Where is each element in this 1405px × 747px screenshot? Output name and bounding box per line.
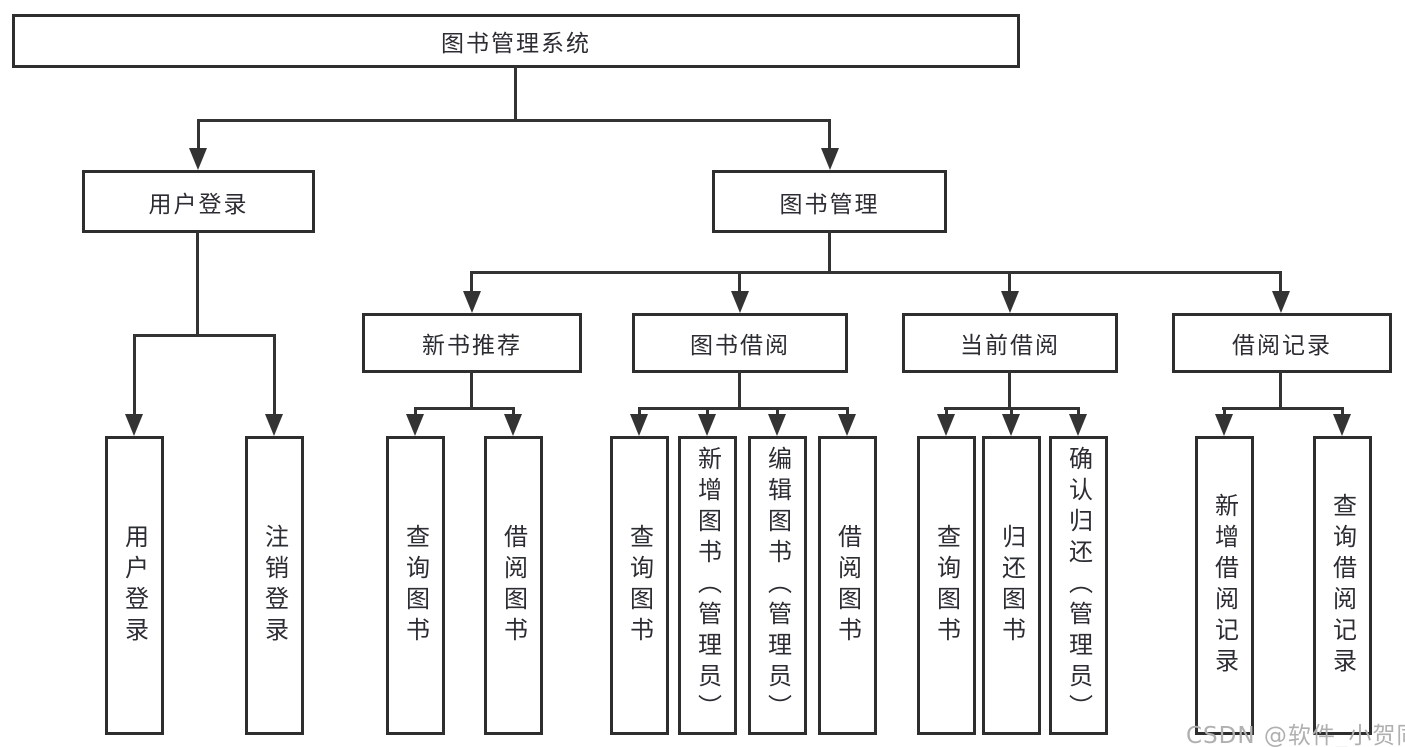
- connector-drop-new-book: [470, 271, 473, 293]
- connector-borrow-records-bus: [1222, 407, 1343, 410]
- arrowhead-bb-add: [698, 414, 716, 436]
- leaf-current-confirm-return-admin: 确认归还（管理员）: [1049, 436, 1108, 735]
- arrowhead-cb-confirm: [1069, 414, 1087, 436]
- connector-drop-bb-borrow: [846, 407, 849, 416]
- node-label: 图书管理系统: [441, 31, 591, 57]
- node-label: 借阅图书: [833, 523, 862, 648]
- node-library-management-system: 图书管理系统: [12, 14, 1020, 68]
- connector-drop-cb-confirm: [1077, 407, 1080, 416]
- connector-root-stub: [514, 66, 517, 122]
- connector-book-borrow-bus: [638, 407, 849, 410]
- connector-drop-br-add: [1223, 407, 1226, 416]
- node-label: 当前借阅: [960, 333, 1060, 359]
- node-label: 图书管理: [779, 191, 880, 218]
- connector-drop-user-login: [197, 119, 200, 150]
- connector-drop-leaf-user-login: [133, 334, 136, 416]
- connector-borrow-records-stub: [1279, 371, 1282, 409]
- node-label: 查询借阅记录: [1328, 492, 1357, 679]
- connector-drop-br-query: [1341, 407, 1344, 416]
- connector-drop-leaf-logout: [273, 334, 276, 416]
- arrowhead-br-query: [1333, 414, 1351, 436]
- leaf-records-add-record: 新增借阅记录: [1195, 436, 1254, 735]
- arrowhead-leaf-user-login: [125, 414, 143, 436]
- leaf-borrow-edit-books-admin: 编辑图书（管理员）: [748, 436, 807, 735]
- leaf-borrow-borrow-books: 借阅图书: [818, 436, 877, 735]
- node-borrow-records: 借阅记录: [1172, 313, 1392, 373]
- leaf-newbook-query-books: 查询图书: [386, 436, 445, 735]
- connector-user-login-stub: [196, 231, 199, 336]
- node-book-management: 图书管理: [712, 170, 947, 233]
- connector-drop-book-management: [828, 119, 831, 150]
- connector-drop-bb-query: [638, 407, 641, 416]
- node-label: 归还图书: [997, 523, 1026, 648]
- connector-drop-current-borrow: [1008, 271, 1011, 293]
- connector-drop-nb-borrow: [512, 407, 515, 416]
- node-label: 借阅记录: [1232, 333, 1332, 359]
- leaf-current-query-books: 查询图书: [917, 436, 976, 735]
- arrowhead-bb-query: [630, 414, 648, 436]
- node-label: 查询图书: [401, 523, 430, 648]
- arrowhead-nb-query: [406, 414, 424, 436]
- leaf-current-return-books: 归还图书: [982, 436, 1041, 735]
- arrowhead-book-management: [821, 148, 839, 170]
- connector-new-book-bus: [414, 407, 515, 410]
- connector-book-borrow-stub: [738, 371, 741, 409]
- node-label: 注销登录: [260, 523, 289, 648]
- arrowhead-nb-borrow: [504, 414, 522, 436]
- node-label: 查询图书: [625, 523, 654, 648]
- connector-new-book-stub: [470, 371, 473, 409]
- arrowhead-br-add: [1215, 414, 1233, 436]
- connector-drop-nb-query: [414, 407, 417, 416]
- arrowhead-current-borrow: [1001, 291, 1019, 313]
- arrowhead-new-book: [463, 291, 481, 313]
- leaf-borrow-query-books: 查询图书: [610, 436, 669, 735]
- connector-drop-book-borrow: [738, 271, 741, 293]
- node-label: 图书借阅: [690, 333, 790, 359]
- node-label: 新书推荐: [422, 333, 522, 359]
- node-label: 新增图书（管理员）: [693, 446, 722, 725]
- arrowhead-borrow-records: [1272, 291, 1290, 313]
- node-current-borrow: 当前借阅: [902, 313, 1118, 373]
- connector-drop-bb-edit: [776, 407, 779, 416]
- connector-level2-bus: [470, 271, 1282, 274]
- leaf-user-login: 用户登录: [105, 436, 164, 735]
- arrowhead-cb-return: [1002, 414, 1020, 436]
- node-label: 确认归还（管理员）: [1064, 446, 1093, 725]
- node-book-borrow: 图书借阅: [632, 313, 848, 373]
- node-label: 新增借阅记录: [1210, 492, 1239, 679]
- arrowhead-leaf-logout: [265, 414, 283, 436]
- connector-current-borrow-stub: [1008, 371, 1011, 409]
- node-label: 借阅图书: [499, 523, 528, 648]
- arrowhead-bb-borrow: [838, 414, 856, 436]
- connector-drop-borrow-records: [1279, 271, 1282, 293]
- leaf-borrow-add-books-admin: 新增图书（管理员）: [678, 436, 737, 735]
- connector-drop-cb-query: [945, 407, 948, 416]
- leaf-records-query-record: 查询借阅记录: [1313, 436, 1372, 735]
- node-label: 用户登录: [120, 523, 149, 648]
- csdn-watermark: CSDN @软件_小贺同学: [1186, 723, 1405, 747]
- node-new-book-recommend: 新书推荐: [362, 313, 582, 373]
- connector-drop-cb-return: [1010, 407, 1013, 416]
- connector-user-login-bus: [133, 334, 276, 337]
- node-user-login: 用户登录: [82, 170, 315, 233]
- node-label: 编辑图书（管理员）: [763, 446, 792, 725]
- connector-drop-bb-add: [706, 407, 709, 416]
- arrowhead-user-login: [189, 148, 207, 170]
- leaf-newbook-borrow-books: 借阅图书: [484, 436, 543, 735]
- node-label: 用户登录: [148, 191, 249, 218]
- connector-book-management-stub: [828, 231, 831, 274]
- arrowhead-book-borrow: [731, 291, 749, 313]
- connector-level1-bus: [197, 119, 831, 122]
- arrowhead-bb-edit: [768, 414, 786, 436]
- node-label: 查询图书: [932, 523, 961, 648]
- leaf-logout: 注销登录: [245, 436, 304, 735]
- arrowhead-cb-query: [937, 414, 955, 436]
